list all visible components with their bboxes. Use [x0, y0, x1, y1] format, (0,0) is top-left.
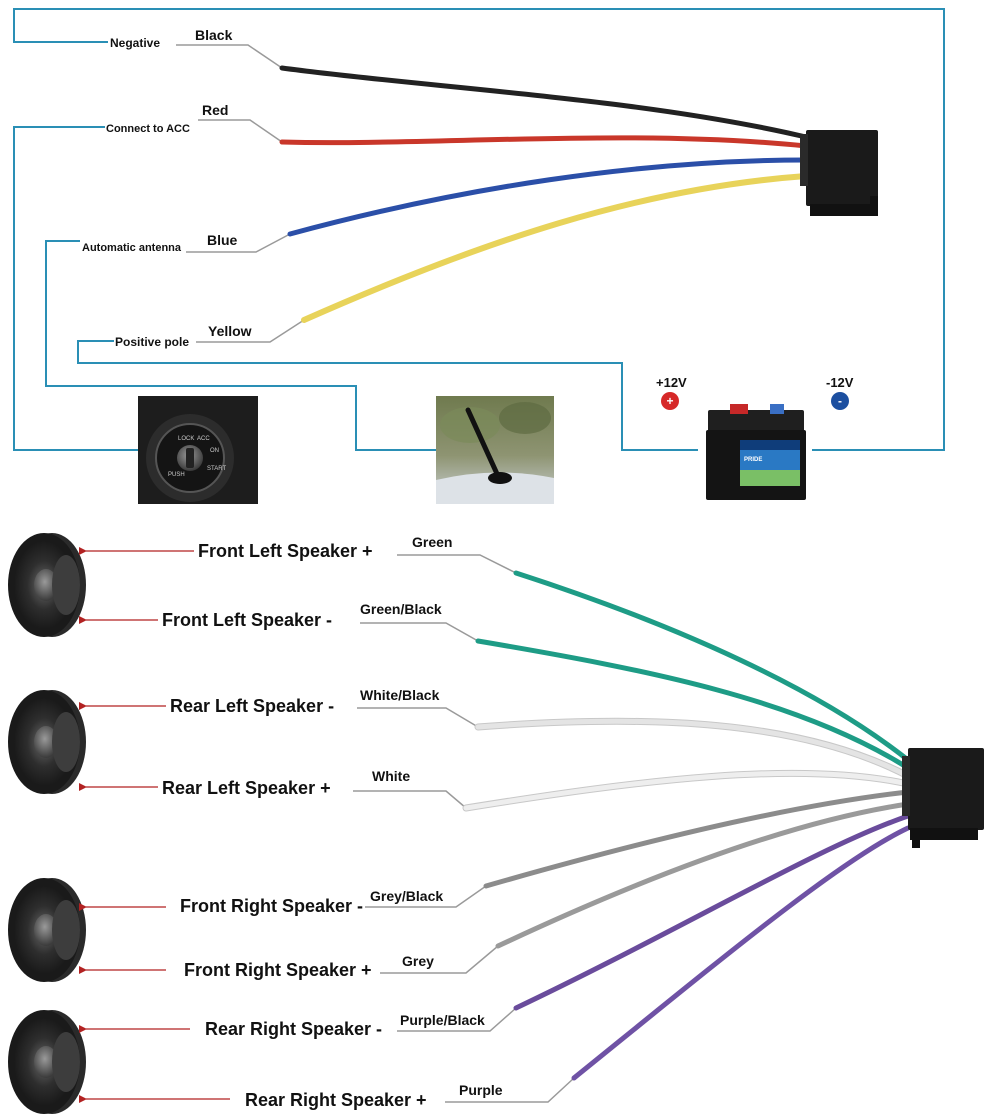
wire-purple — [571, 825, 911, 1081]
speaker-leader-line — [365, 885, 487, 908]
wire-white-black — [475, 718, 911, 779]
wire-green-black — [475, 638, 911, 771]
label-red: Red — [202, 102, 228, 118]
wire-color-label: White/Black — [360, 687, 440, 703]
power-connector — [800, 130, 878, 216]
leader-lines — [176, 44, 305, 343]
negative-symbol: - — [838, 394, 842, 408]
wire-color-label: Grey/Black — [370, 888, 443, 904]
wire-grey — [495, 801, 911, 949]
wire-yellow — [301, 173, 809, 323]
wire-color-label: Purple/Black — [400, 1012, 485, 1028]
speaker-leader-line — [397, 1007, 517, 1032]
wire-color-label: Purple — [459, 1082, 503, 1098]
ignition-lock-label: LOCK — [178, 436, 194, 442]
speaker-leader-lines — [353, 554, 575, 1103]
speaker-connector — [902, 748, 984, 848]
guide-line-antenna — [45, 240, 436, 451]
negative-terminal-icon — [831, 392, 849, 410]
antenna-photo — [436, 396, 554, 504]
speaker-label: Front Left Speaker + — [198, 541, 373, 561]
wire-color-label: White — [372, 768, 410, 784]
speaker-arrows — [79, 547, 230, 1103]
speaker-icon — [8, 690, 86, 794]
speaker-label: Rear Right Speaker + — [245, 1090, 427, 1110]
positive-symbol: + — [666, 394, 673, 408]
ignition-switch-photo: LOCK ACC ON START PUSH — [138, 396, 258, 504]
label-negative: Negative — [110, 36, 160, 50]
ignition-acc-label: ACC — [197, 436, 210, 442]
guide-line-acc — [13, 126, 138, 451]
battery-brand-label: PRIDE — [744, 457, 762, 463]
wire-color-label: Green/Black — [360, 601, 442, 617]
label-positive-pole: Positive pole — [115, 335, 189, 349]
speaker-leader-line — [357, 707, 479, 728]
speaker-leader-line — [360, 622, 479, 642]
speaker-icon — [8, 878, 86, 982]
wire-red — [279, 135, 809, 149]
speaker-label: Rear Left Speaker + — [162, 778, 331, 798]
positive-terminal-icon — [661, 392, 679, 410]
speaker-label: Rear Left Speaker - — [170, 696, 334, 716]
label-connect-acc: Connect to ACC — [106, 123, 190, 135]
wire-green — [513, 570, 911, 763]
speaker-label: Front Left Speaker - — [162, 610, 332, 630]
speaker-label: Front Right Speaker + — [184, 960, 372, 980]
speaker-label: Rear Right Speaker - — [205, 1019, 382, 1039]
wire-color-label: Grey — [402, 953, 434, 969]
wire-purple-black — [513, 813, 911, 1011]
speaker-wires — [462, 570, 912, 1081]
speaker-leader-line — [397, 554, 517, 574]
battery-negative-label: -12V — [826, 375, 854, 390]
power-labels: Negative Black Connect to ACC Red Automa… — [82, 27, 252, 349]
battery-positive-label: +12V — [656, 375, 687, 390]
label-blue: Blue — [207, 232, 238, 248]
wire-blue — [287, 157, 809, 237]
wire-white — [463, 770, 911, 811]
label-yellow: Yellow — [208, 323, 252, 339]
guide-line-positive — [77, 340, 698, 451]
speaker-label: Front Right Speaker - — [180, 896, 363, 916]
ignition-push-label: PUSH — [168, 472, 185, 478]
ignition-on-label: ON — [210, 448, 219, 454]
power-wires — [279, 65, 809, 323]
label-black: Black — [195, 27, 233, 43]
ignition-start-label: START — [207, 466, 226, 472]
guide-lines — [13, 8, 945, 451]
wire-grey-black — [483, 789, 911, 889]
speaker-icons — [8, 533, 86, 1114]
speaker-leader-line — [445, 1077, 575, 1103]
speaker-icon — [8, 533, 86, 637]
guide-line-negative — [13, 8, 945, 451]
label-automatic-antenna: Automatic antenna — [82, 242, 182, 254]
battery: +12V + -12V - PRIDE — [656, 375, 854, 500]
wire-black — [279, 65, 809, 140]
wire-color-label: Green — [412, 534, 452, 550]
speaker-icon — [8, 1010, 86, 1114]
speaker-leader-line — [353, 790, 467, 809]
speaker-leader-line — [380, 945, 499, 974]
